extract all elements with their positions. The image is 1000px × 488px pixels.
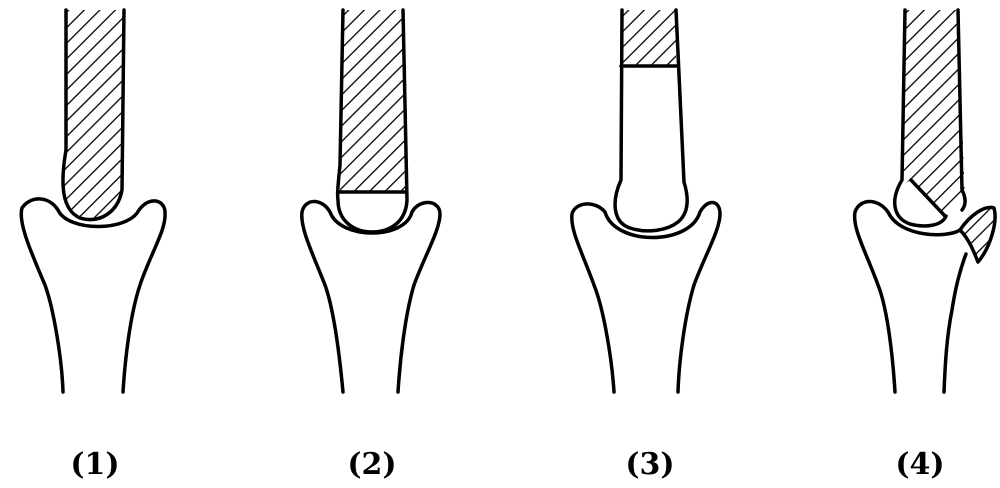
- panel-2: [302, 10, 440, 392]
- panel-4-upper-bone-hatching: [902, 10, 965, 216]
- panel-2-upper-bone-hatching: [340, 10, 406, 192]
- panel-4-lower-bone-outline: [855, 202, 966, 393]
- panel-3: [572, 10, 720, 392]
- panel-2-label: (2): [347, 447, 396, 482]
- panel-1-label: (1): [70, 447, 119, 482]
- panel-4-label: (4): [895, 447, 944, 482]
- panel-3-upper-bone-hatching: [621, 10, 676, 66]
- panel-1-lower-bone-outline: [21, 199, 165, 392]
- panel-4: [855, 10, 995, 392]
- panel-2-lower-bone-outline: [302, 202, 440, 393]
- panel-1: [21, 10, 165, 392]
- panel-1-upper-bone-hatching: [63, 10, 124, 220]
- panel-3-label: (3): [625, 447, 674, 482]
